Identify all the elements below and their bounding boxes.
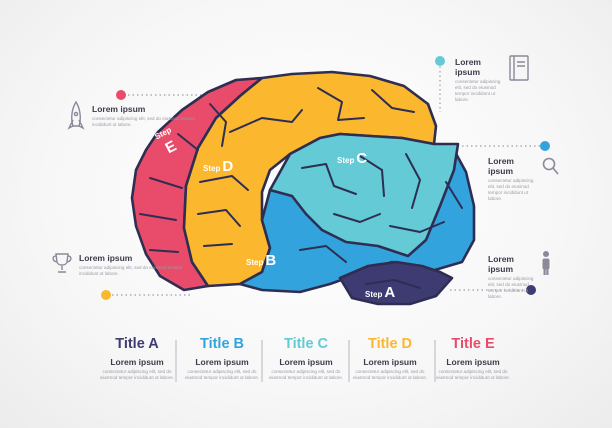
bottom-subtitle: Lorem ipsum (279, 357, 333, 367)
callout-title: Lorem ipsum (92, 104, 146, 114)
book-icon (509, 55, 529, 81)
bottom-subtitle: Lorem ipsum (363, 357, 417, 367)
bottom-title-e: Title E (451, 336, 495, 352)
callout-lower-right: Lorem ipsum consectetur adipiscing elit,… (488, 254, 538, 300)
callout-top-left: Lorem ipsum consectetur adipiscing elit,… (92, 104, 204, 128)
step-d-letter: D (222, 158, 234, 175)
step-b-word: Step (246, 258, 264, 267)
step-e-letter: E (162, 137, 180, 158)
callout-text: consectetur adipiscing elit, sed do eius… (488, 276, 534, 299)
divider (348, 340, 350, 382)
divider (434, 340, 436, 382)
callout-top-right: Lorem ipsum consectetur adipiscing elit,… (455, 57, 505, 103)
divider (261, 340, 263, 382)
callout-middle-right: Lorem ipsum consectetur adipiscing elit,… (488, 156, 538, 202)
trophy-icon (52, 253, 72, 273)
callout-title: Lorem ipsum (488, 156, 514, 176)
bottom-title-c: Title C (283, 336, 329, 352)
bottom-title-d: Title D (367, 336, 413, 352)
brain-folds (139, 87, 463, 289)
rocket-icon (67, 100, 85, 130)
bottom-subtitle: Lorem ipsum (110, 357, 164, 367)
bottom-text: consectetur adipiscing elit, sed do eius… (268, 369, 344, 380)
bottom-subtitle: Lorem ipsum (446, 357, 500, 367)
callout-title: Lorem ipsum (488, 254, 514, 274)
dot-teal (435, 56, 445, 66)
step-c-word: Step (337, 156, 355, 165)
bottom-text: consectetur adipiscing elit, sed do eius… (435, 369, 511, 380)
region-a (338, 260, 454, 306)
bottom-text: consectetur adipiscing elit, sed do eius… (99, 369, 175, 380)
bottom-subtitle: Lorem ipsum (195, 357, 249, 367)
dot-pink (116, 90, 126, 100)
step-a-letter: A (384, 284, 396, 301)
person-icon (542, 251, 550, 275)
bottom-title-a: Title A (115, 336, 159, 352)
dot-blue (540, 141, 550, 151)
bottom-title-b: Title B (199, 336, 245, 352)
callout-text: consectetur adipiscing elit, sed do eius… (92, 116, 196, 127)
bottom-col-b: Title B Lorem ipsum consectetur adipisci… (182, 336, 262, 381)
dot-navy (526, 285, 536, 295)
callout-text: consectetur adipiscing elit, sed do eius… (455, 79, 501, 102)
step-d-word: Step (203, 164, 221, 173)
bottom-text: consectetur adipiscing elit, sed do eius… (184, 369, 260, 380)
bottom-text: consectetur adipiscing elit, sed do eius… (352, 369, 428, 380)
callout-text: consectetur adipiscing elit, sed do eius… (79, 265, 183, 276)
step-c-letter: C (356, 150, 368, 167)
bottom-col-e: Title E Lorem ipsum consectetur adipisci… (433, 336, 513, 381)
callout-text: consectetur adipiscing elit, sed do eius… (488, 178, 534, 201)
bottom-col-d: Title D Lorem ipsum consectetur adipisci… (350, 336, 430, 381)
step-b-letter: B (265, 252, 277, 269)
magnifier-icon (542, 157, 559, 175)
dot-yellow (101, 290, 111, 300)
callout-middle-left: Lorem ipsum consectetur adipiscing elit,… (79, 253, 191, 277)
callout-title: Lorem ipsum (79, 253, 133, 263)
step-a-word: Step (365, 290, 383, 299)
connector-lines (112, 62, 540, 296)
bottom-col-c: Title C Lorem ipsum consectetur adipisci… (266, 336, 346, 381)
divider (175, 340, 177, 382)
bottom-col-a: Title A Lorem ipsum consectetur adipisci… (97, 336, 177, 381)
callout-title: Lorem ipsum (455, 57, 481, 77)
